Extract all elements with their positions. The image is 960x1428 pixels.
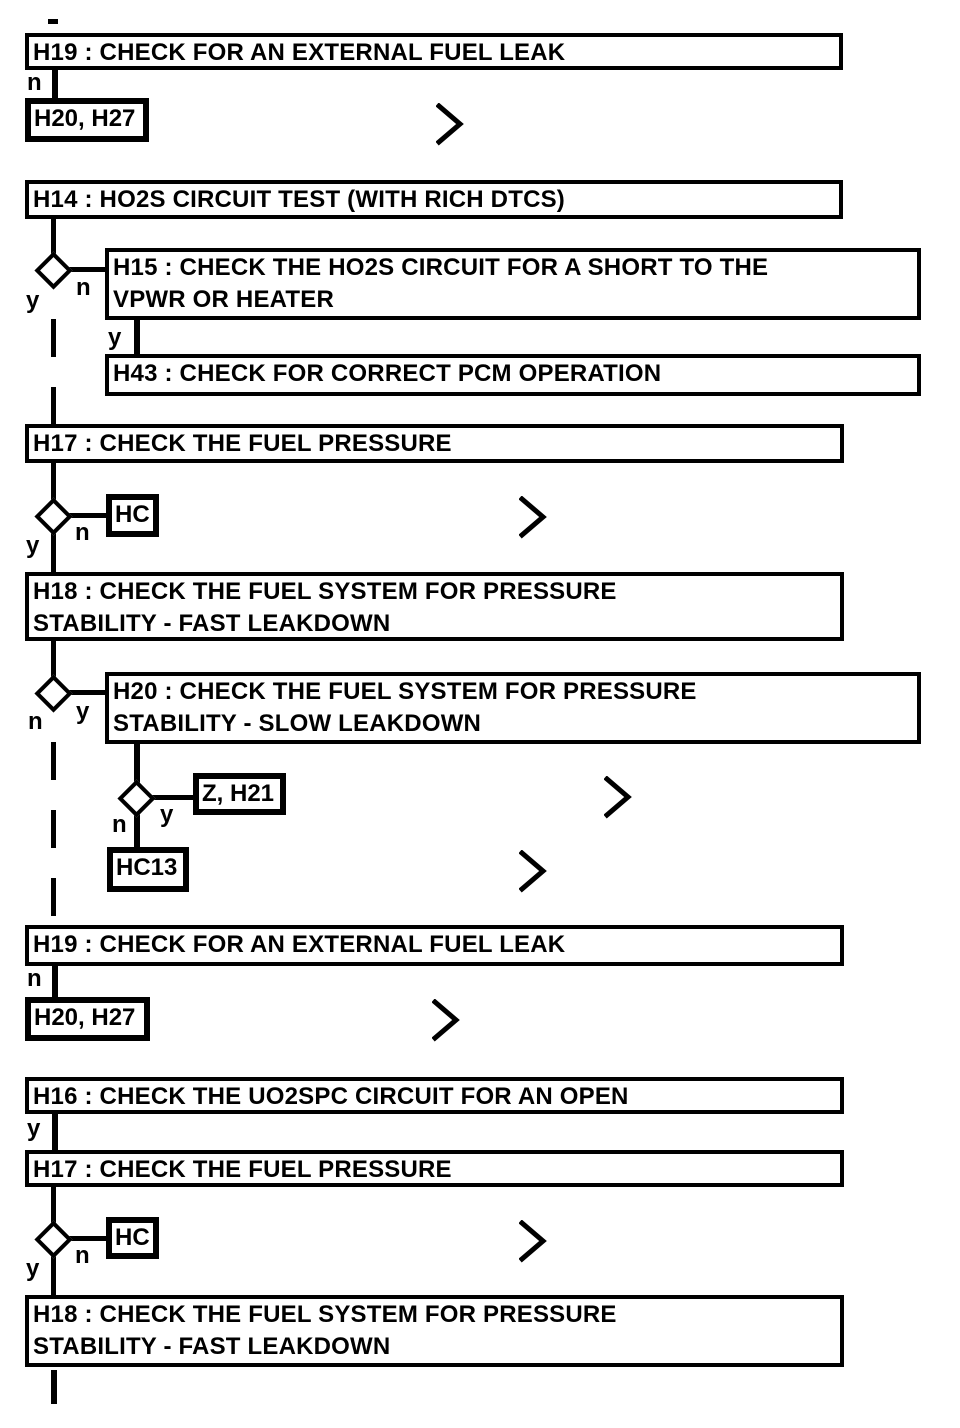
connector-diamond-5-to-hc-2 (68, 1236, 110, 1241)
branch-label-yes: y (26, 1255, 40, 1282)
process-box-label-line2: STABILITY - FAST LEAKDOWN (33, 610, 391, 637)
continuation-chevron-icon (604, 776, 632, 820)
branch-label-no: n (75, 519, 90, 546)
branch-label-yes: y (27, 1115, 41, 1142)
branch-label-yes: y (108, 324, 122, 351)
process-box-label-line1: H18 : CHECK THE FUEL SYSTEM FOR PRESSURE (33, 578, 617, 605)
reference-box-label: Z, H21 (202, 780, 275, 807)
process-box-h16: H16 : CHECK THE UO2SPC CIRCUIT FOR AN OP… (25, 1077, 844, 1114)
process-box-label: H17 : CHECK THE FUEL PRESSURE (33, 430, 452, 457)
reference-box-label: H20, H27 (34, 1004, 136, 1031)
reference-box-label: HC (115, 501, 150, 528)
reference-box-label: HC13 (116, 854, 178, 881)
dashed-connector-diamond-3-no (51, 712, 56, 927)
connector-diamond-4-to-zh21 (151, 795, 195, 800)
reference-box-h20-h27-2: H20, H27 (25, 997, 150, 1041)
branch-label-yes: y (26, 287, 40, 314)
process-box-label-line1: H15 : CHECK THE HO2S CIRCUIT FOR A SHORT… (113, 254, 769, 281)
reference-box-label: H20, H27 (34, 105, 136, 132)
process-box-label: H16 : CHECK THE UO2SPC CIRCUIT FOR AN OP… (33, 1083, 629, 1110)
reference-box-hc-2: HC (106, 1217, 159, 1259)
reference-box-hc13: HC13 (107, 847, 189, 892)
process-box-h18-2: H18 : CHECK THE FUEL SYSTEM FOR PRESSURE… (25, 1295, 844, 1367)
decision-diamond-2 (34, 497, 73, 536)
connector-h15-to-h43 (134, 317, 140, 357)
process-box-h19-2: H19 : CHECK FOR AN EXTERNAL FUEL LEAK (25, 925, 844, 966)
process-box-h15: H15 : CHECK THE HO2S CIRCUIT FOR A SHORT… (105, 248, 921, 320)
connector-h18-1-to-diamond-3 (51, 639, 56, 682)
process-box-h14: H14 : HO2S CIRCUIT TEST (WITH RICH DTCS) (25, 180, 843, 219)
process-box-h19-1: H19 : CHECK FOR AN EXTERNAL FUEL LEAK (25, 33, 843, 70)
connector-h17-1-to-diamond-2 (51, 461, 56, 502)
connector-h20-to-diamond-4 (134, 741, 140, 785)
connector-below-h18-2 (51, 1370, 57, 1404)
process-box-h18-1: H18 : CHECK THE FUEL SYSTEM FOR PRESSURE… (25, 572, 844, 641)
process-box-label: H43 : CHECK FOR CORRECT PCM OPERATION (113, 360, 662, 387)
connector-diamond-3-to-h20 (68, 690, 108, 695)
connector-h19-2-to-h20h27-2 (52, 963, 58, 999)
reference-box-hc-1: HC (106, 494, 159, 537)
reference-box-z-h21: Z, H21 (193, 773, 286, 815)
decision-diamond-5 (34, 1220, 73, 1259)
connector-diamond-4-to-hc13 (134, 814, 140, 850)
continuation-chevron-icon (519, 850, 547, 894)
process-box-h43: H43 : CHECK FOR CORRECT PCM OPERATION (105, 354, 921, 396)
process-box-label-line1: H20 : CHECK THE FUEL SYSTEM FOR PRESSURE (113, 678, 697, 705)
connector-h14-to-diamond-1 (51, 216, 56, 256)
top-dash-mark (48, 19, 58, 24)
connector-diamond-2-to-hc-1 (68, 513, 110, 518)
branch-label-no: n (75, 1242, 90, 1269)
continuation-chevron-icon (519, 496, 547, 540)
connector-diamond-5-to-h18-2 (51, 1255, 56, 1297)
dashed-connector-diamond-1-yes (51, 289, 56, 427)
branch-label-yes: y (76, 698, 90, 725)
process-box-label-line2: VPWR OR HEATER (113, 286, 335, 313)
connector-h16-to-h17-2 (52, 1110, 58, 1152)
connector-diamond-2-to-h18-1 (51, 532, 56, 574)
branch-label-yes: y (26, 532, 40, 559)
continuation-chevron-icon (436, 103, 464, 147)
branch-label-no: n (27, 965, 42, 992)
process-box-label: H14 : HO2S CIRCUIT TEST (WITH RICH DTCS) (33, 186, 566, 213)
process-box-h17-2: H17 : CHECK THE FUEL PRESSURE (25, 1150, 844, 1187)
branch-label-no: n (27, 69, 42, 96)
process-box-label-line2: STABILITY - FAST LEAKDOWN (33, 1333, 391, 1360)
connector-h17-2-to-diamond-5 (51, 1184, 56, 1225)
continuation-chevron-icon (432, 999, 460, 1043)
reference-box-label: HC (115, 1224, 150, 1251)
branch-label-no: n (76, 274, 91, 301)
decision-diamond-3 (34, 674, 73, 713)
continuation-chevron-icon (519, 1220, 547, 1264)
reference-box-h20-h27-1: H20, H27 (25, 98, 149, 142)
process-box-h20: H20 : CHECK THE FUEL SYSTEM FOR PRESSURE… (105, 672, 921, 744)
branch-label-no: n (28, 708, 43, 735)
branch-label-yes: y (160, 801, 174, 828)
process-box-label: H19 : CHECK FOR AN EXTERNAL FUEL LEAK (33, 931, 566, 958)
decision-diamond-1 (34, 251, 73, 290)
process-box-label: H17 : CHECK THE FUEL PRESSURE (33, 1156, 452, 1183)
process-box-h17-1: H17 : CHECK THE FUEL PRESSURE (25, 424, 844, 463)
branch-label-no: n (112, 811, 127, 838)
connector-h19-1-to-h20h27-1 (52, 66, 58, 100)
process-box-label: H19 : CHECK FOR AN EXTERNAL FUEL LEAK (33, 39, 566, 66)
connector-diamond-1-to-h15 (68, 267, 108, 272)
process-box-label-line1: H18 : CHECK THE FUEL SYSTEM FOR PRESSURE (33, 1301, 617, 1328)
process-box-label-line2: STABILITY - SLOW LEAKDOWN (113, 710, 482, 737)
